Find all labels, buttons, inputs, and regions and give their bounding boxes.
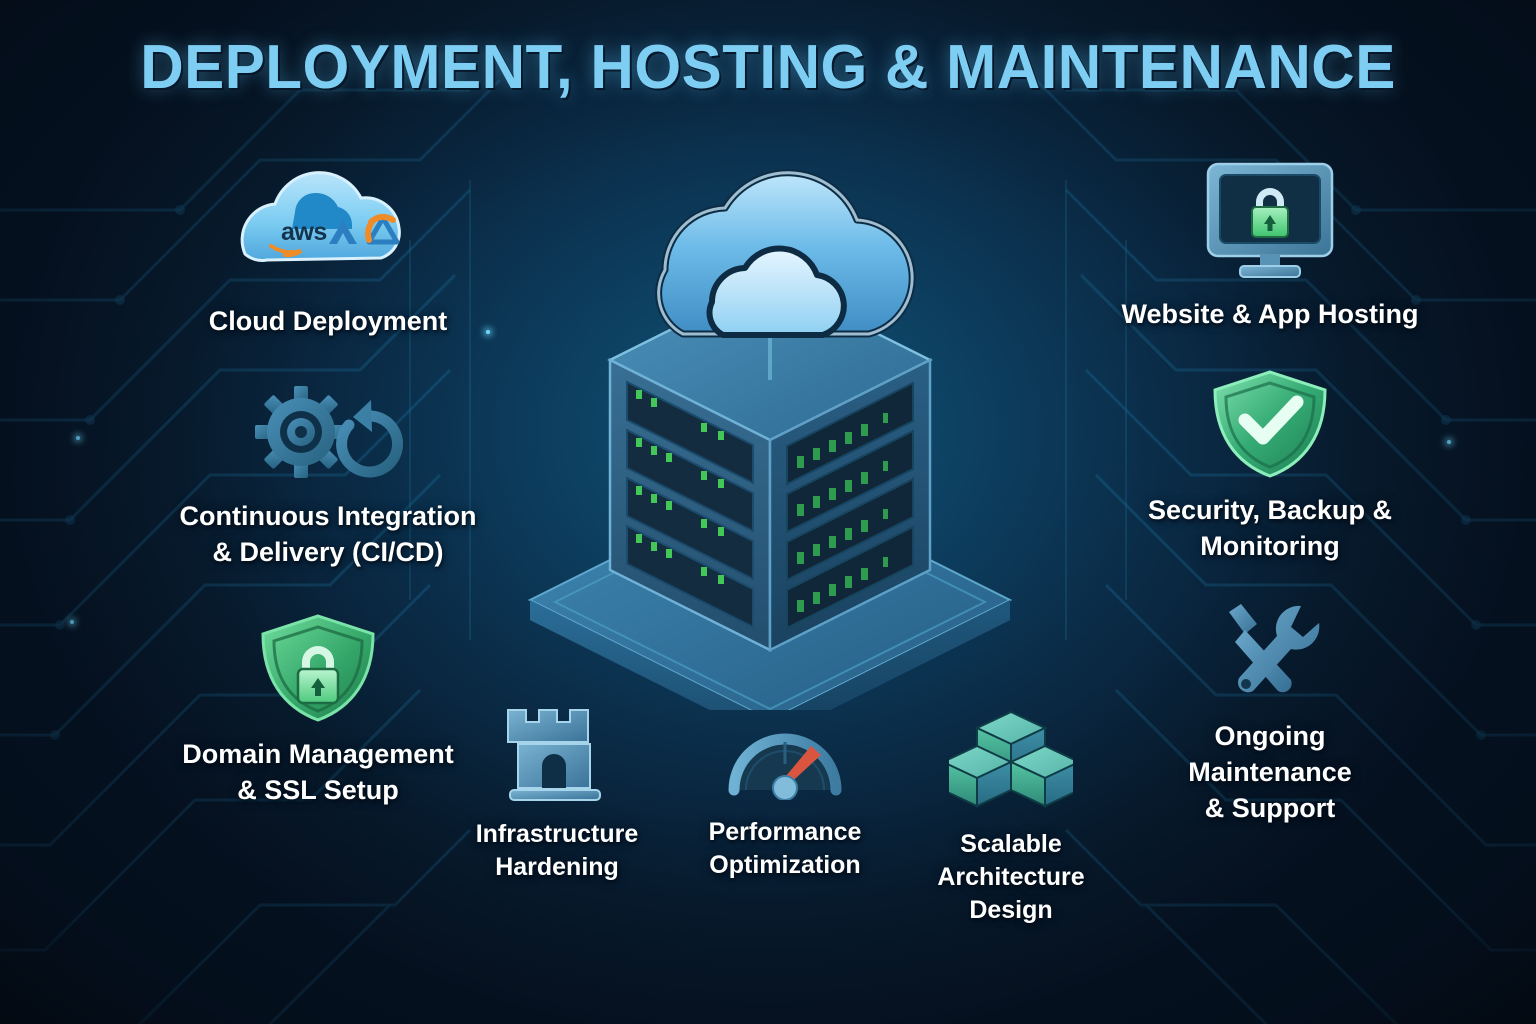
feature-label: Website & App Hosting	[1121, 299, 1419, 329]
server-rack-slots-right	[786, 381, 914, 630]
cloud-icon	[655, 169, 916, 338]
feature-cloud-deployment[interactable]: aws Cloud Deployment	[118, 158, 538, 339]
feature-label: Infrastructure Hardening	[475, 820, 639, 881]
feature-label: Domain Management & SSL Setup	[182, 739, 454, 805]
svg-text:aws: aws	[281, 218, 327, 246]
shield-lock-icon	[260, 614, 375, 722]
stacked-cubes-icon	[949, 710, 1073, 808]
fortress-tower-icon	[507, 709, 601, 801]
feature-scalable-architecture[interactable]: Scalable Architecture Design	[906, 708, 1116, 927]
feature-infrastructure-hardening[interactable]: Infrastructure Hardening	[448, 706, 666, 884]
speedometer-icon	[728, 733, 842, 800]
ambient-glow-dot	[70, 620, 74, 624]
feature-domain-ssl[interactable]: Domain Management & SSL Setup	[108, 612, 528, 808]
wrench-screwdriver-icon	[1229, 604, 1320, 693]
feature-security-backup-monitoring[interactable]: Security, Backup & Monitoring	[1070, 368, 1470, 564]
ambient-glow-dot	[76, 436, 80, 440]
feature-ongoing-maintenance[interactable]: Ongoing Maintenance & Support	[1120, 600, 1420, 826]
page-title: DEPLOYMENT, HOSTING & MAINTENANCE	[140, 33, 1396, 102]
feature-performance-optimization[interactable]: Performance Optimization	[676, 718, 894, 882]
feature-ci-cd[interactable]: Continuous Integration & Delivery (CI/CD…	[108, 386, 548, 570]
feature-website-app-hosting[interactable]: Website & App Hosting	[1060, 158, 1480, 332]
cloud-providers-icon: aws	[240, 171, 401, 262]
feature-label: Continuous Integration & Delivery (CI/CD…	[179, 501, 477, 567]
monitor-lock-icon	[1206, 162, 1334, 278]
feature-label: Scalable Architecture Design	[937, 830, 1085, 924]
center-illustration	[505, 150, 1035, 740]
gear-refresh-icon	[255, 386, 403, 478]
feature-label: Ongoing Maintenance & Support	[1188, 721, 1352, 823]
feature-label: Cloud Deployment	[208, 306, 448, 336]
shield-check-icon	[1213, 370, 1327, 478]
server-rack-slots-left	[626, 380, 754, 629]
feature-label: Performance Optimization	[708, 818, 862, 879]
feature-label: Security, Backup & Monitoring	[1147, 495, 1393, 561]
